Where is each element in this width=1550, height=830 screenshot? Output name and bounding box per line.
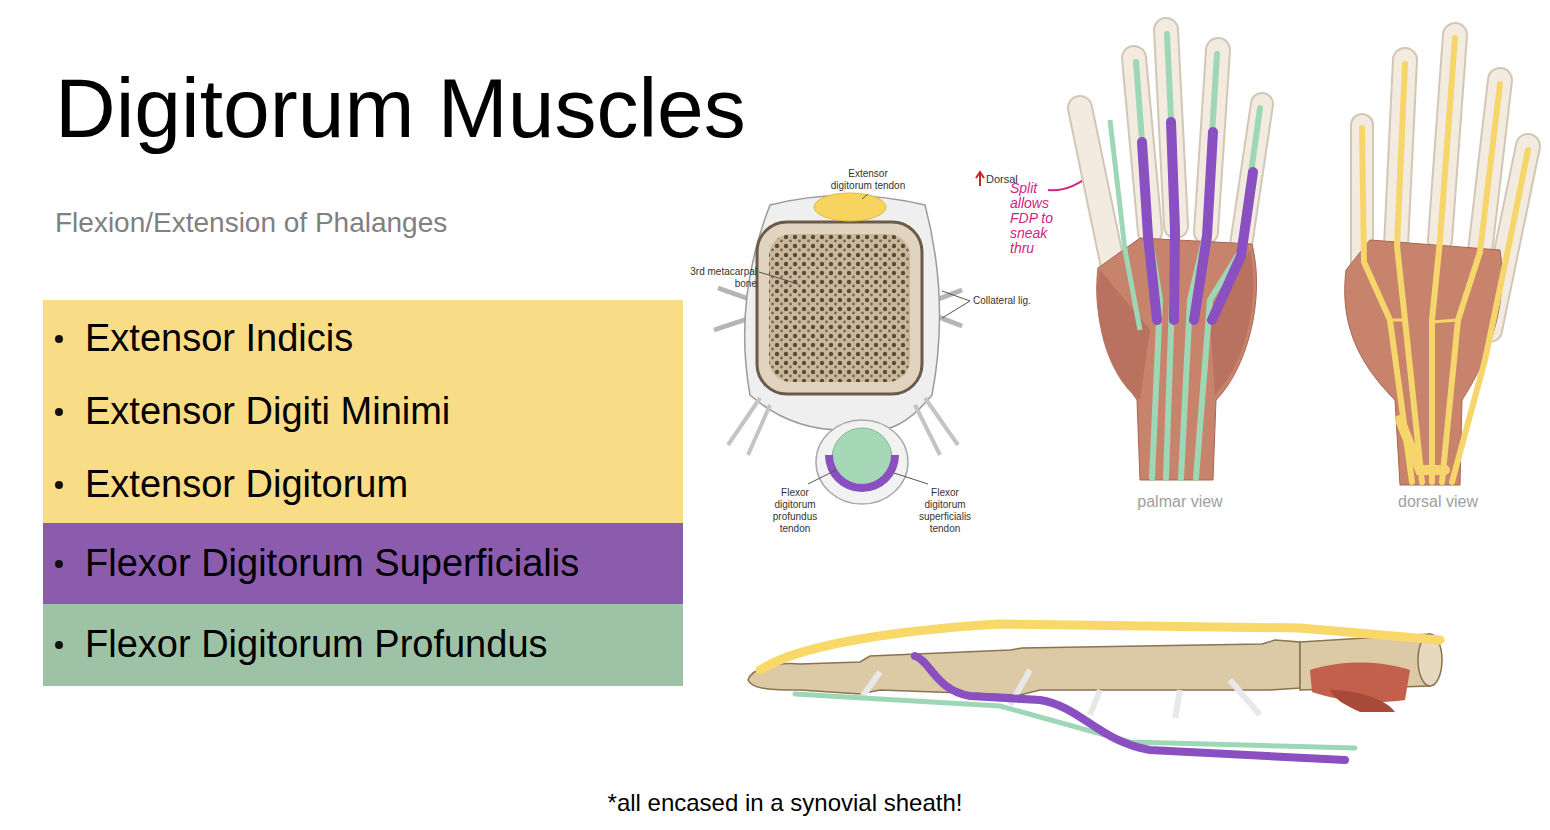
part-label: Extensor digitorum tendon: [828, 168, 908, 192]
palmar-hand: [1110, 120, 1140, 330]
view-label: dorsal view: [1368, 492, 1508, 511]
bullet-dot: [55, 560, 63, 568]
finger-side-view: [760, 624, 1440, 670]
slide-title: Digitorum Muscles: [55, 66, 746, 150]
muscle-name: Extensor Indicis: [85, 317, 353, 361]
finger-side-view: [860, 670, 1260, 718]
bullet-dot: [55, 335, 63, 343]
dorsal-hand: [1345, 35, 1528, 485]
cross-section: [976, 172, 984, 186]
dorsal-hand: [1400, 420, 1445, 470]
dorsal-hand: [1390, 320, 1458, 322]
palmar-hand: [1080, 108, 1112, 262]
subtitle: Flexion/Extension of Phalanges: [55, 206, 675, 240]
cross-section: [825, 455, 899, 492]
bullet-item: Extensor Indicis: [43, 302, 683, 375]
part-label: Collateral lig.: [973, 295, 1063, 307]
color-band: Flexor Digitorum Profundus: [43, 604, 683, 686]
finger-side-view: [748, 624, 1442, 760]
palmar-hand: [1080, 30, 1262, 480]
bullet-item: Flexor Digitorum Superficialis: [43, 527, 683, 600]
cross-section: [745, 196, 940, 431]
bullet-item: Extensor Digiti Minimi: [43, 375, 683, 448]
finger-side-view: [860, 670, 1260, 718]
palmar-hand: [1136, 62, 1160, 478]
dorsal-hand: [1362, 38, 1528, 482]
bullet-item: Flexor Digitorum Profundus: [43, 609, 683, 682]
cross-section: [769, 234, 910, 382]
footnote: *all encased in a synovial sheath!: [485, 788, 1085, 818]
cross-section: [814, 193, 886, 221]
finger-side-view: [1330, 690, 1395, 712]
palmar-hand: [1142, 122, 1253, 320]
palmar-hand: [1166, 34, 1176, 478]
finger-side-view: [915, 656, 1345, 760]
bullet-item: Extensor Digitorum: [43, 448, 683, 521]
finger-side-view: [795, 694, 1355, 748]
palmar-hand: [1196, 108, 1260, 478]
color-band: Extensor IndicisExtensor Digiti MinimiEx…: [43, 300, 683, 523]
palmar-hand: [1136, 34, 1260, 478]
cross-section: [714, 172, 984, 504]
palmar-hand: [1212, 172, 1253, 320]
cross-section: [816, 420, 908, 504]
muscle-name: Flexor Digitorum Profundus: [85, 623, 548, 667]
part-label: Flexor digitorum profundus tendon: [760, 487, 830, 535]
palmar-hand: [1080, 108, 1112, 262]
dorsal-hand: [1452, 150, 1528, 482]
bullet-dot: [55, 641, 63, 649]
palmar-hand: [1171, 122, 1175, 320]
cross-section: [757, 222, 922, 394]
muscle-name: Extensor Digiti Minimi: [85, 390, 450, 434]
palmar-hand: [1097, 270, 1150, 400]
muscle-name: Flexor Digitorum Superficialis: [85, 542, 579, 586]
part-label: Flexor digitorum superficialis tendon: [915, 487, 975, 535]
color-band: Flexor Digitorum Superficialis: [43, 523, 683, 604]
palmar-hand: [1194, 132, 1213, 320]
muscle-name: Extensor Digitorum: [85, 463, 408, 507]
handwritten-note: Split allows FDP to sneak thru: [1010, 181, 1074, 256]
bullet-dot: [55, 481, 63, 489]
bullet-dot: [55, 408, 63, 416]
cross-section: [759, 194, 970, 484]
part-label: 3rd metacarpal bone: [687, 266, 757, 290]
view-label: palmar view: [1110, 492, 1250, 511]
palmar-hand: [1142, 142, 1157, 320]
